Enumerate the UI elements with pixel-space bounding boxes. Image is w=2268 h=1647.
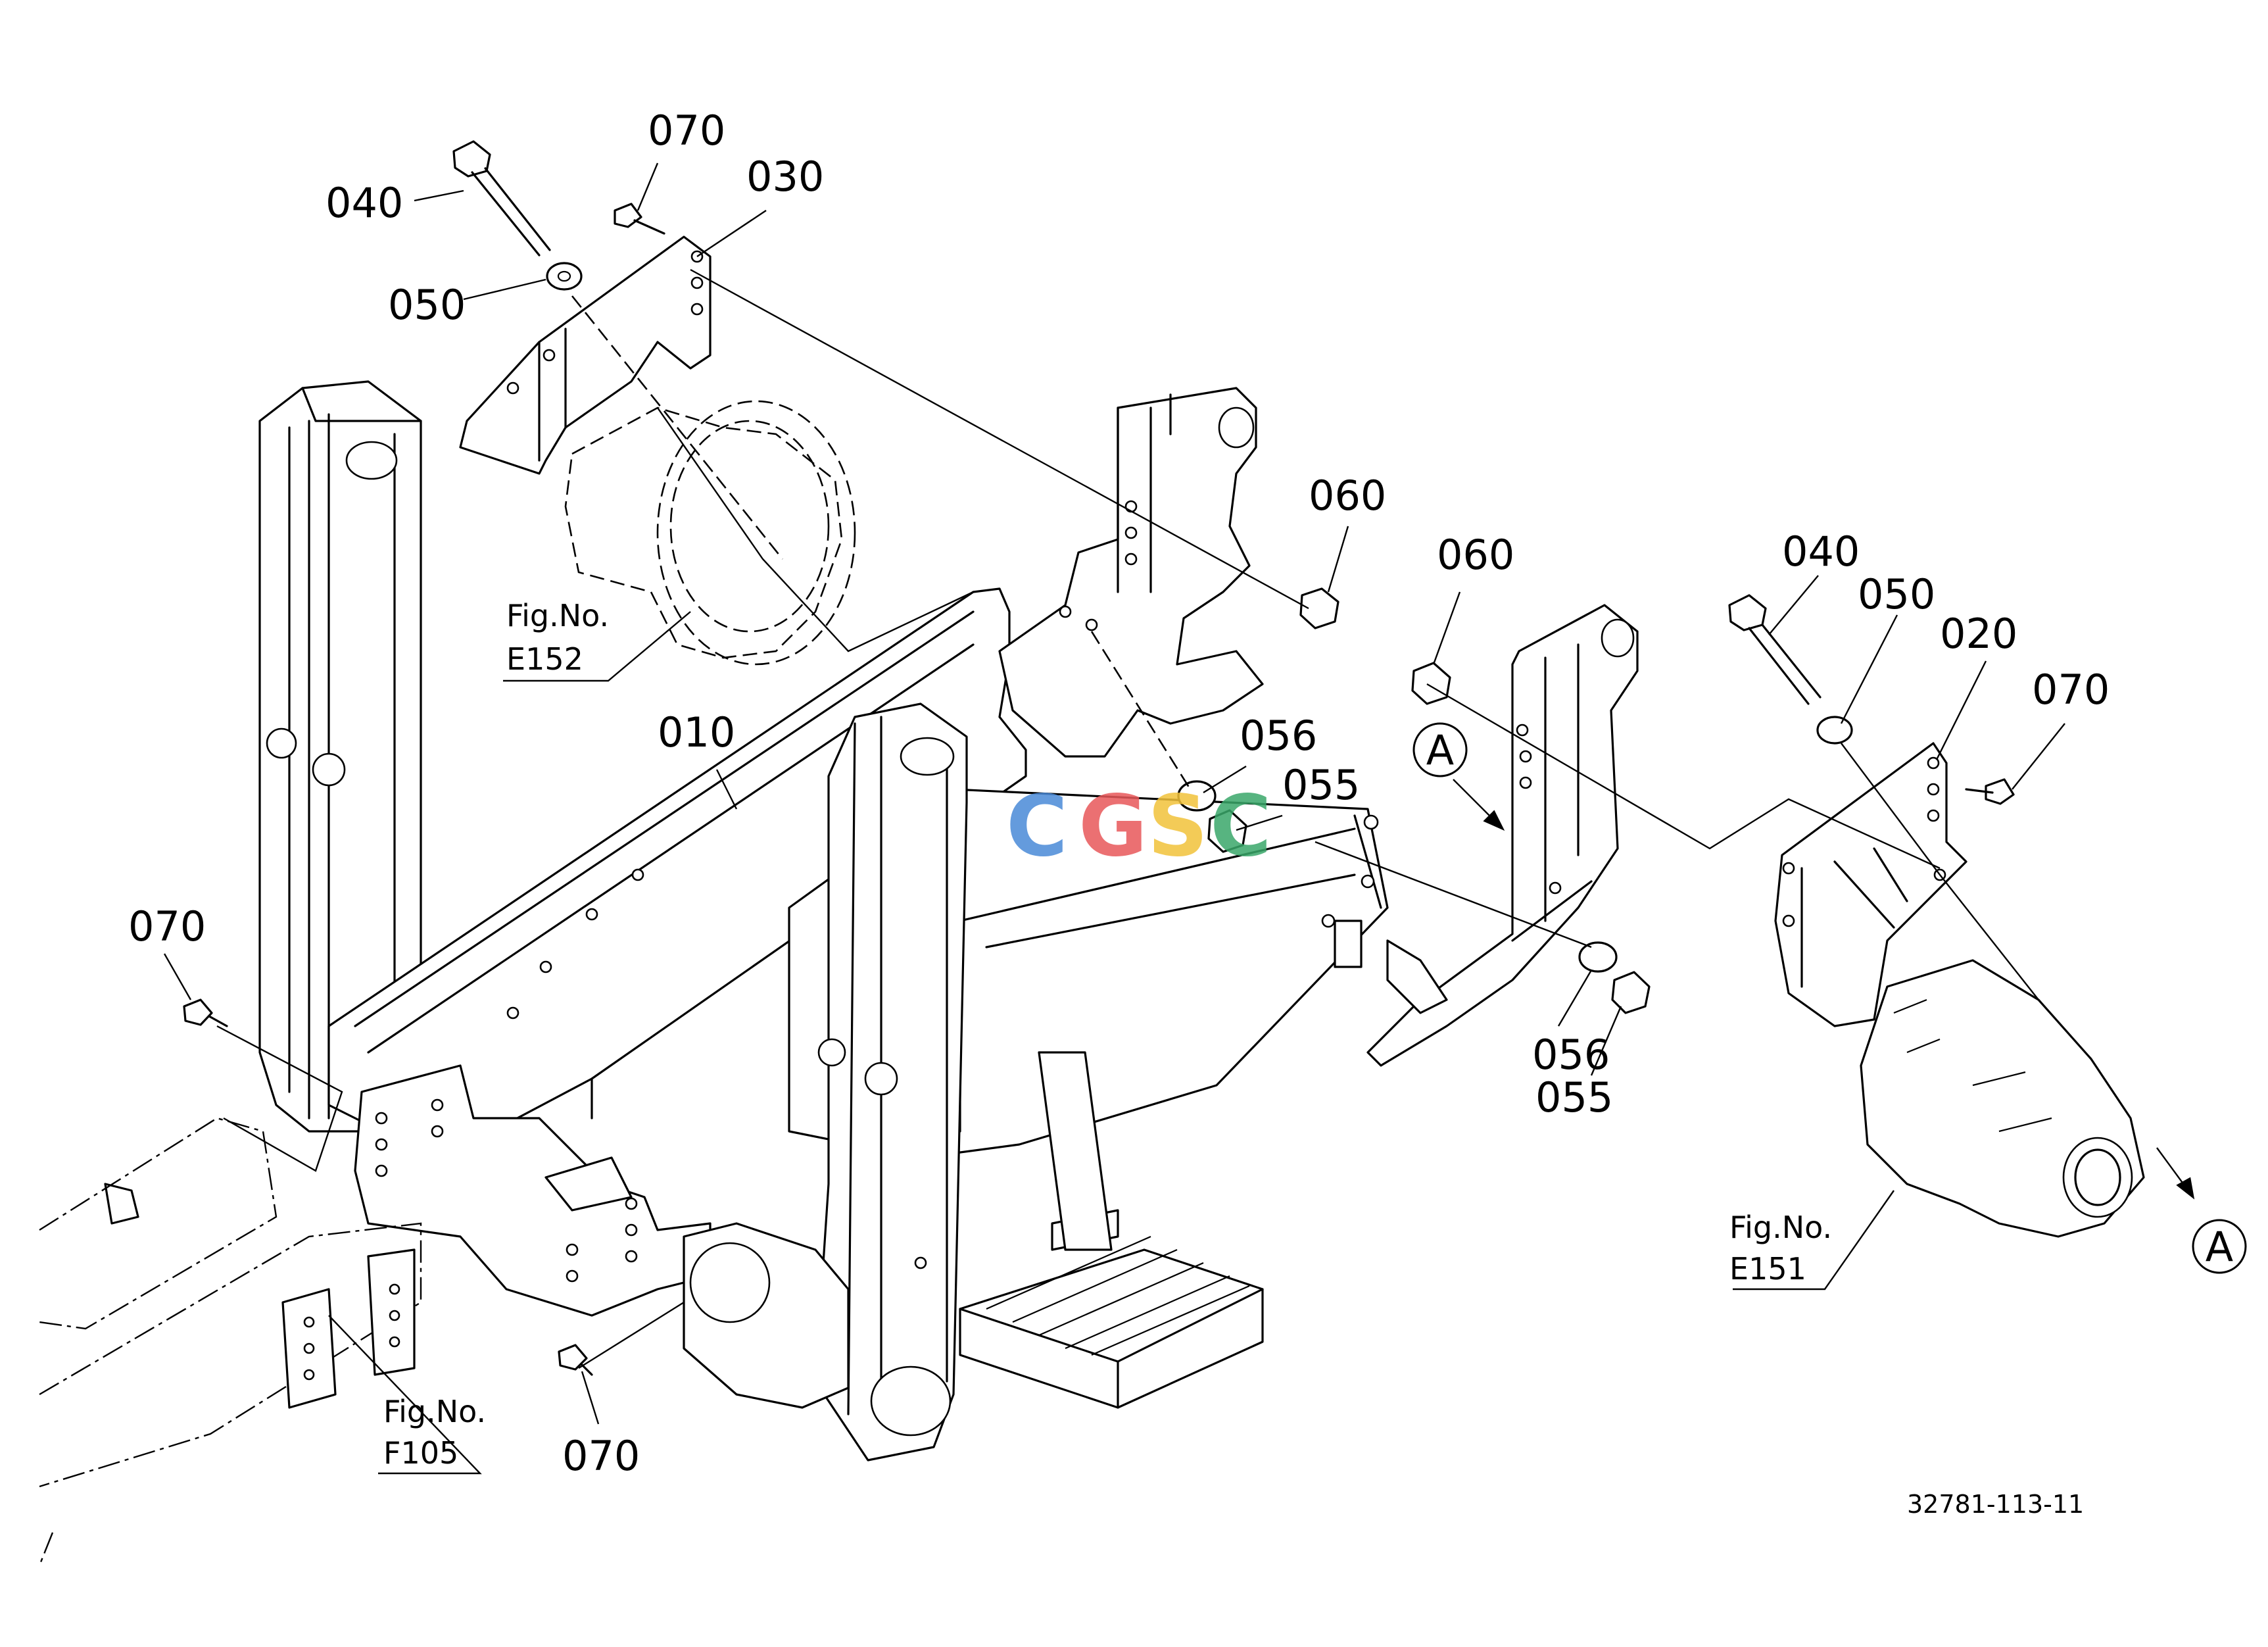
leader-lines (163, 162, 2065, 1425)
front-upright-arm (814, 702, 968, 1462)
callout-070-top: 070 (648, 107, 725, 155)
fig-ref-f105-number: F105 (383, 1435, 458, 1471)
fig-ref-e151-number: E151 (1729, 1251, 1806, 1287)
view-arrows (1453, 779, 2195, 1200)
callout-labels: 040 070 030 050 060 060 010 056 055 040 … (128, 107, 2110, 1480)
view-mark-circle-left (1412, 722, 1468, 777)
callout-060-right: 060 (1437, 531, 1514, 579)
watermark-letter-4: C (1210, 777, 1272, 875)
assembly-lines (216, 268, 2039, 1369)
callout-055-middle: 055 (1282, 761, 1360, 809)
rear-bracket (998, 387, 1264, 758)
view-mark-a-right: A (2206, 1223, 2233, 1271)
callout-070-right: 070 (2032, 666, 2110, 714)
figure-reference-leaders (328, 611, 1894, 1475)
callout-056-right: 056 (1532, 1031, 1610, 1079)
drawing-number: 32781-113-11 (1907, 1490, 2084, 1519)
step-plate (959, 1051, 1264, 1409)
fasteners (183, 140, 2015, 1376)
figure-reference-labels: Fig.No. E152 Fig.No. E151 Fig.No. F105 (383, 598, 1832, 1471)
callout-020: 020 (1940, 610, 2017, 658)
fig-ref-f105-title: Fig.No. (383, 1394, 486, 1429)
fig-ref-e152-number: E152 (506, 641, 583, 677)
transmission-housing-e152 (564, 400, 856, 666)
view-mark-circle-right (2192, 1219, 2247, 1274)
callout-070-bottom: 070 (562, 1432, 640, 1480)
chassis-reference-f105 (38, 1117, 422, 1566)
bracket-030 (459, 235, 712, 475)
callout-050-left: 050 (388, 281, 466, 329)
callout-055-right: 055 (1535, 1073, 1613, 1121)
view-marks: A A (1412, 722, 2247, 1274)
callout-040-right: 040 (1782, 528, 1860, 576)
watermark-letter-3: S (1147, 777, 1208, 875)
callout-056-middle: 056 (1240, 712, 1317, 760)
callout-030: 030 (746, 153, 824, 201)
rear-axle-tube (683, 1222, 850, 1409)
watermark-letter-2: G (1078, 777, 1147, 875)
callout-040-left: 040 (326, 179, 403, 227)
callout-050-right: 050 (1858, 570, 1935, 618)
watermark-logo: C G S C (1006, 777, 1272, 875)
fig-ref-e152-title: Fig.No. (506, 598, 609, 633)
right-mount-bracket (1366, 604, 1639, 1067)
callout-010: 010 (658, 708, 735, 756)
bracket-020 (1774, 742, 1967, 1027)
view-mark-a-left: A (1426, 726, 1454, 774)
watermark-letter-1: C (1006, 777, 1068, 875)
callout-060-upper: 060 (1309, 472, 1386, 520)
fig-ref-e151-title: Fig.No. (1729, 1210, 1832, 1245)
callout-070-left: 070 (128, 902, 206, 950)
gear-housing-e151 (1860, 959, 2145, 1238)
